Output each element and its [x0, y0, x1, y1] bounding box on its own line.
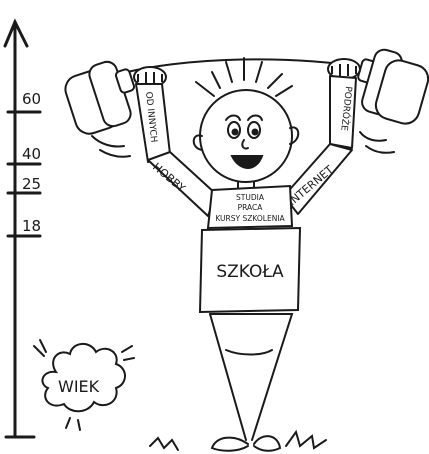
- body-box: [198, 226, 302, 314]
- barbell: [64, 48, 429, 158]
- cloud-spark-5: [65, 417, 71, 429]
- wiek-cloud: [33, 339, 135, 431]
- motion-line-left-1: [91, 135, 125, 148]
- wiek-label: WIEK: [58, 377, 100, 396]
- tick-label-60: 60: [22, 90, 41, 108]
- right-pupil: [251, 128, 259, 136]
- cone-left-edge: [209, 313, 247, 441]
- motion-line-left-2: [99, 149, 131, 158]
- shirt-shape: [206, 184, 294, 230]
- right-eyebrow: [247, 114, 263, 121]
- head: [192, 57, 300, 189]
- body-label-szkola: SZKOŁA: [216, 262, 284, 282]
- cone-centre-line: [225, 349, 273, 356]
- cloud-spark-1: [33, 345, 45, 357]
- cloud-outline: [41, 343, 126, 413]
- right-hand-fingers: [331, 64, 357, 76]
- right-lower-arm: [283, 143, 353, 215]
- right-ear: [289, 126, 300, 145]
- sprout: [149, 429, 327, 452]
- grass-left: [149, 436, 179, 451]
- tick-label-18: 18: [22, 217, 41, 235]
- sprout-right-leaf: [253, 435, 282, 452]
- left-eye: [227, 121, 241, 139]
- sprout-left-leaf: [210, 436, 249, 452]
- left-eyebrow: [225, 114, 241, 121]
- body-rectangle: [198, 226, 302, 314]
- right-upper-arm: [329, 75, 357, 149]
- tick-label-25: 25: [22, 175, 41, 193]
- cloud-spark-2: [39, 339, 47, 353]
- cone-outline: [209, 313, 294, 441]
- grass-right: [285, 429, 327, 450]
- left-hand-fingers: [137, 72, 163, 84]
- arms: [135, 75, 357, 217]
- nose: [241, 139, 249, 150]
- right-eye: [247, 121, 261, 139]
- left-pupil: [231, 128, 239, 136]
- left-weight-collar: [114, 68, 136, 94]
- right-weight-outer: [374, 59, 429, 125]
- shirt: [206, 184, 294, 230]
- shirt-label-kursy: KURSY SZKOLENIA: [215, 214, 285, 223]
- left-ear: [192, 134, 203, 151]
- motion-line-right-2: [365, 145, 395, 154]
- cloud-spark-3: [121, 345, 133, 353]
- cloud-spark-6: [77, 419, 81, 431]
- mouth: [230, 155, 264, 169]
- hands: [133, 58, 361, 88]
- hair-spikes: [195, 57, 293, 97]
- axis-arrowhead: [3, 18, 29, 48]
- motion-line-right-1: [359, 131, 387, 142]
- age-tick-labels: 60 40 25 18: [22, 90, 41, 235]
- shirt-label-studia: STUDIA: [236, 193, 265, 202]
- leg-cone: [209, 313, 294, 441]
- shirt-label-praca: PRACA: [238, 203, 264, 212]
- tick-label-40: 40: [22, 145, 41, 163]
- age-axis: [3, 18, 42, 439]
- shirt-labels: STUDIA PRACA KURSY SZKOLENIA: [215, 193, 285, 223]
- cloud-spark-4: [123, 357, 135, 361]
